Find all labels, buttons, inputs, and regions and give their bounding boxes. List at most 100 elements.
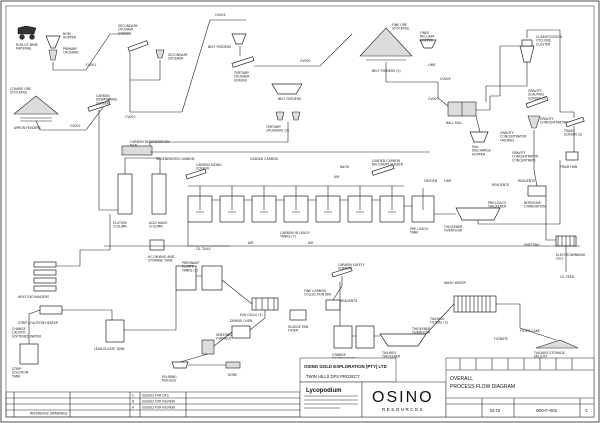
label-ball-mill: BALL MILL — [446, 121, 462, 125]
dore-bar — [225, 361, 241, 369]
label-cv004: CV004 — [215, 13, 226, 17]
pregnant-eluate-tank-2 — [201, 265, 223, 291]
label-loaded-carbon: LOADED CARBON — [250, 157, 278, 161]
trash-screen — [565, 116, 585, 128]
notes-header: REFERENCE DRAWINGS — [30, 412, 67, 416]
coarse-ore-stockpile — [13, 95, 59, 115]
tertiary-hopper — [271, 83, 303, 95]
elution-column — [117, 173, 133, 215]
carbon-dewatering-screen — [87, 100, 111, 112]
label-ew-cells: E/W CELLS (3) — [240, 313, 263, 317]
tailings-thickener — [379, 333, 427, 347]
strip-solution-heater — [39, 305, 63, 315]
label-cv003: CV003 — [125, 115, 136, 119]
label-cv002: CV002 — [70, 124, 81, 128]
drawing-info-box — [445, 357, 595, 418]
label-trash-bin: TRASH BIN — [559, 165, 578, 169]
label-heat-exchangers: HEAT EXCHANGERS — [18, 295, 49, 299]
rev-row-1-desc: ISSUED FOR DFS — [142, 394, 169, 398]
drawing-title-1: OVERALL — [450, 376, 473, 382]
loaded-carbon-recovery-screen — [371, 164, 395, 176]
drawing-title-2: PROCESS FLOW DIAGRAM — [450, 384, 515, 390]
tertiary-crusher-a — [275, 111, 285, 121]
conveyor-cv007 — [437, 82, 449, 107]
smelting-furnace — [201, 339, 215, 355]
conveyor-cv005 — [239, 33, 353, 67]
goldroom-circuit: HEAT EXCHANGERS STRIP SOLUTION HEATER ST… — [11, 214, 579, 383]
cyanide-destruction-tank-1 — [333, 325, 353, 349]
carbon-sizing-screen — [185, 168, 207, 180]
label-lean-eluate: LEAN ELUATE TANK — [94, 347, 126, 351]
fine-ore-stockpile — [359, 27, 413, 57]
intensive-cyanidation — [527, 185, 547, 197]
client-box — [299, 357, 397, 383]
rev-row-3-rev: A — [132, 406, 135, 410]
haul-truck-icon — [17, 25, 37, 40]
gravity-concentrator — [527, 115, 541, 129]
osino-logo-sub: RESOURCES — [382, 407, 424, 412]
carbon-regen-kiln — [121, 145, 153, 156]
primary-crusher — [48, 49, 58, 61]
rev-row-2-rev: B — [132, 400, 134, 404]
apron-feeders — [20, 117, 52, 122]
acid-wash-column — [151, 173, 167, 215]
title-block: C ISSUED FOR DFS B ISSUED FOR REVIEW A I… — [5, 357, 595, 418]
conveyor-cv004 — [181, 19, 246, 113]
rev-row-1-rev: C — [132, 394, 135, 398]
lean-eluate-tank — [105, 319, 125, 343]
pregnant-eluate-tank-1 — [175, 265, 197, 291]
label-reagents-1: REAGENTS — [518, 179, 535, 183]
drawing-number: 000-F-001 — [536, 408, 558, 413]
secondary-crusher-screen — [127, 40, 149, 52]
label-strip-solution-heater: STRIP SOLUTION HEATER — [18, 321, 59, 325]
consultant-box — [299, 381, 363, 418]
tertiary-crusher-b — [291, 111, 301, 121]
tertiary-crusher-screen — [231, 56, 255, 68]
label-lime-2: LIME — [444, 179, 451, 183]
rom-hopper — [45, 35, 61, 49]
label-lime: LIME — [428, 63, 435, 67]
fine-carbon-bin — [325, 299, 341, 311]
fines-reclaim-hopper — [419, 39, 437, 49]
conveyor-cv006 — [385, 62, 438, 83]
label-cv006: CV006 — [440, 77, 451, 81]
cil-tank-row — [187, 185, 405, 223]
conveyor-cv001 — [52, 33, 111, 71]
label-dore: DORE — [228, 373, 237, 377]
label-belt-feeders-1: BELT FEEDERS — [208, 45, 231, 49]
strip-solution-tank — [19, 343, 39, 365]
label-reagents-2: REAGENTS — [492, 183, 509, 187]
tertiary-bin — [231, 33, 247, 45]
label-regenerated-carbon: REGENERATED CARBON — [156, 157, 195, 161]
job-number: 5172 — [490, 408, 501, 413]
label-cv005: CV005 — [300, 59, 311, 63]
